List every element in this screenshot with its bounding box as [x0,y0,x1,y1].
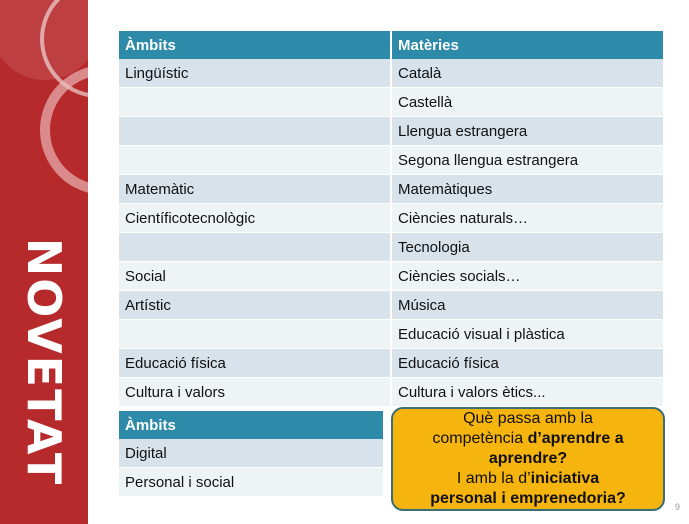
cell-ambit: Artístic [119,290,391,320]
callout-line: personal i emprenedoria? [430,490,626,507]
callout-line: aprendre? [488,450,568,467]
cell-materia: Ciències socials… [390,261,663,291]
table-header-row: Àmbits Matèries [119,31,663,59]
cell-ambit: Lingüístic [119,59,391,88]
table-row: Educació visual i plàstica [119,319,663,349]
table-header-row: Àmbits [119,411,383,439]
header-ambits: Àmbits [119,411,383,439]
cell-ambit: Matemàtic [119,174,391,204]
cell-materia: Català [390,59,663,88]
table-row: Personal i social [119,467,383,496]
cell-materia: Educació física [390,348,663,378]
cell-materia: Cultura i valors ètics... [390,377,663,406]
table-row: Llengua estrangera [119,116,663,146]
table-row: Castellà [119,87,663,117]
cell-materia: Educació visual i plàstica [390,319,663,349]
novetat-label: NOVETAT [17,237,71,487]
cell-ambit: Educació física [119,348,391,378]
cell-ambit [119,319,391,349]
decor-ring-large [40,65,88,195]
callout-line: competència d’aprendre a [432,430,624,447]
cell-ambit [119,87,391,117]
cell-materia: Música [390,290,663,320]
header-materies: Matèries [390,31,663,59]
callout-line: Què passa amb la [463,410,593,427]
cell-materia: Llengua estrangera [390,116,663,146]
cell-ambit: Social [119,261,391,291]
table-row: Segona llengua estrangera [119,145,663,175]
cell-ambit [119,145,391,175]
question-callout: Què passa amb la competència d’aprendre … [391,407,665,511]
cell-ambit: Personal i social [119,467,383,496]
cell-ambit [119,232,391,262]
cell-materia: Castellà [390,87,663,117]
header-ambits: Àmbits [119,31,391,59]
cell-materia: Ciències naturals… [390,203,663,233]
callout-line: I amb la d’iniciativa [456,470,600,487]
table-row: Digital [119,439,383,468]
cell-ambit: Científicotecnològic [119,203,391,233]
cell-ambit: Cultura i valors [119,377,391,406]
table-row: Tecnologia [119,232,663,262]
cell-materia: Segona llengua estrangera [390,145,663,175]
cell-ambit: Digital [119,439,383,468]
cell-ambit [119,116,391,146]
cell-materia: Tecnologia [390,232,663,262]
page-number: 9 [675,502,681,512]
sidebar-banner: NOVETAT [0,0,88,524]
cell-materia: Matemàtiques [390,174,663,204]
